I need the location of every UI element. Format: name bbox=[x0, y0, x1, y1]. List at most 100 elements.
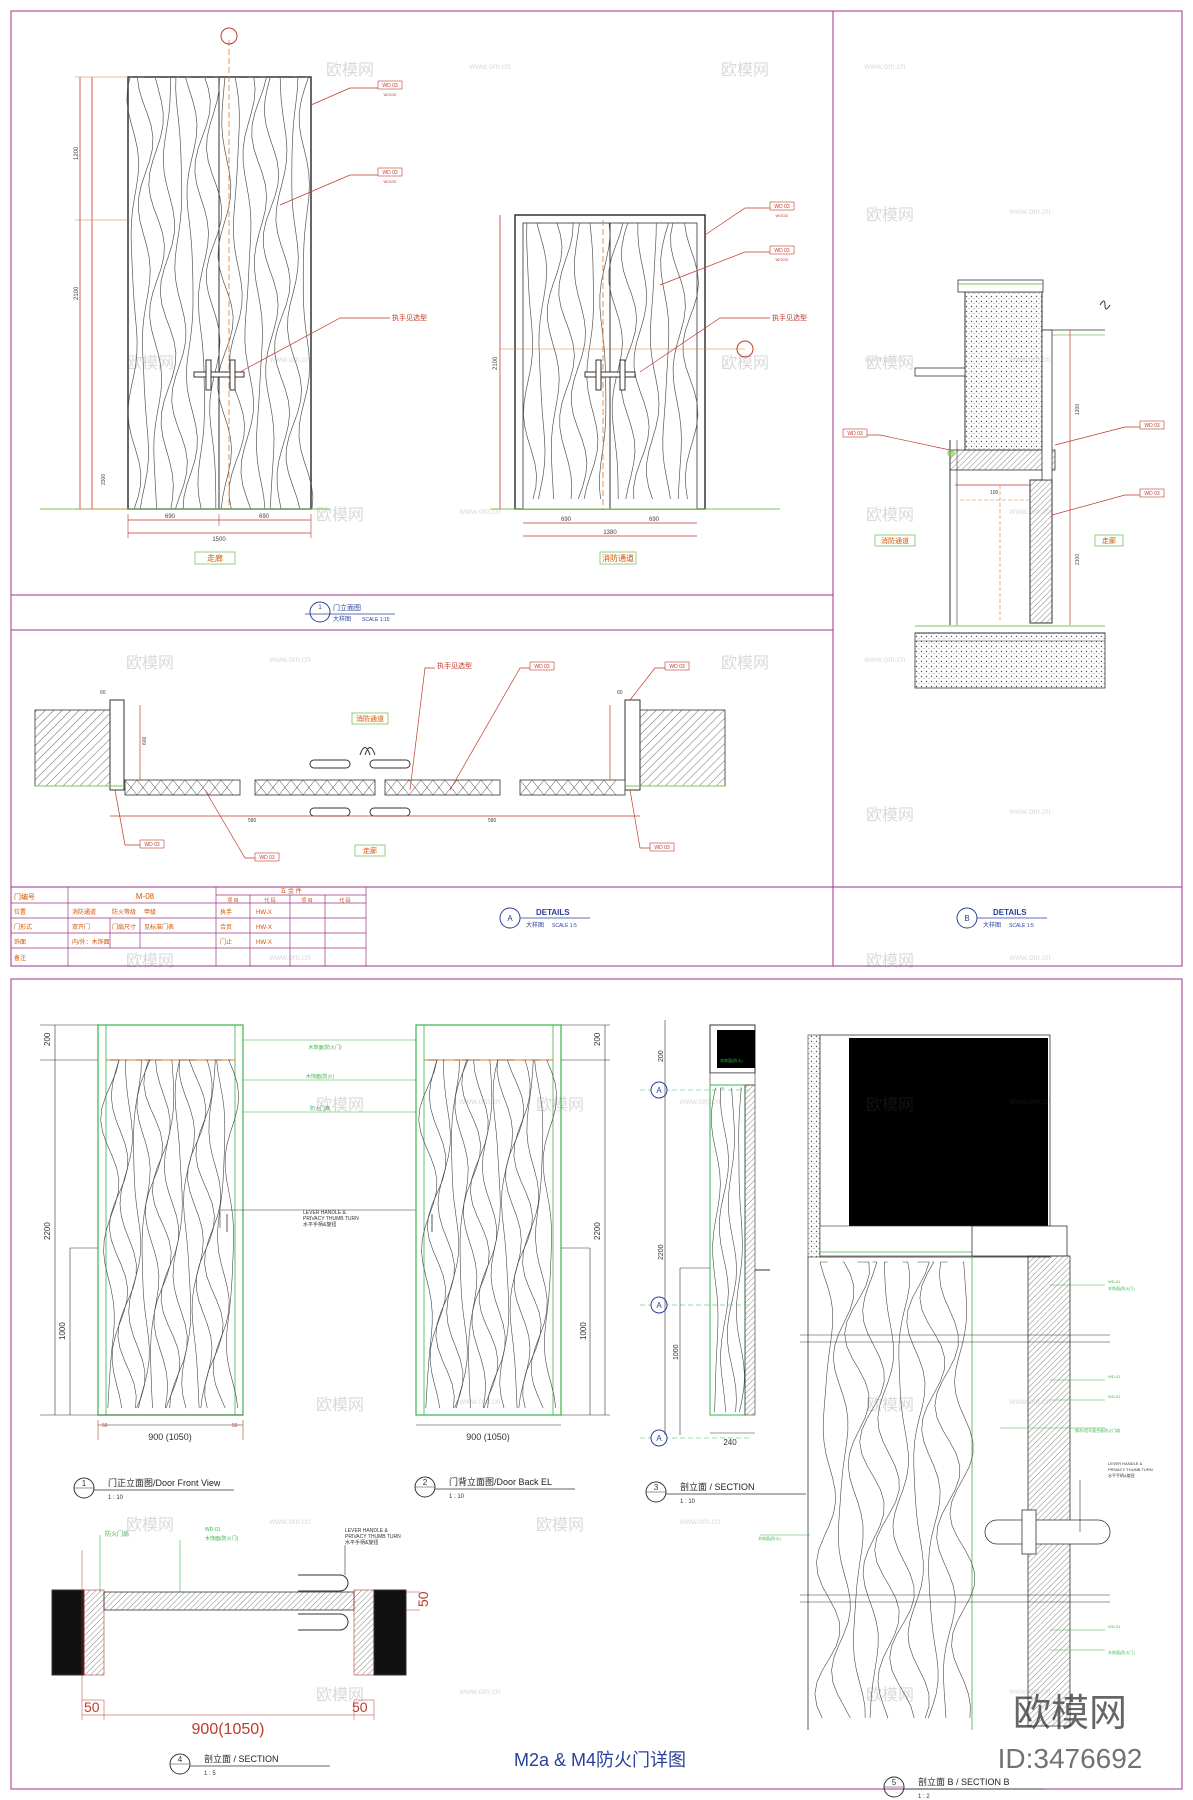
details-b-sub: 大样图 bbox=[983, 921, 1001, 929]
v5-wd-3: WD-01 bbox=[1108, 1394, 1121, 1399]
schedule-cell: 防火等级 bbox=[112, 908, 136, 916]
watermark-url: www.om.cn bbox=[1009, 507, 1051, 516]
watermark-cn: 欧模网 bbox=[721, 354, 769, 372]
watermark-url: www.om.cn bbox=[269, 953, 311, 962]
watermark-cn: 欧模网 bbox=[126, 1516, 174, 1534]
watermark-cn: 欧模网 bbox=[866, 952, 914, 970]
plan-label-bottom: 走廊 bbox=[363, 846, 377, 855]
v2-dim-2200: 2200 bbox=[593, 1222, 602, 1240]
schedule-cell: 执手 bbox=[220, 908, 232, 916]
elev-num: 1 bbox=[318, 605, 322, 611]
dim-right-690a: 690 bbox=[561, 517, 572, 523]
details-b-letter: B bbox=[964, 914, 969, 923]
watermark-url: www.om.cn bbox=[459, 1097, 501, 1106]
watermark-cn: 欧模网 bbox=[721, 654, 769, 672]
secb-tag-box-1 bbox=[1139, 420, 1165, 430]
v4-dim-50-vertical: 50 bbox=[415, 1591, 431, 1607]
watermark-url: www.om.cn bbox=[469, 62, 511, 71]
v2-dim-200: 200 bbox=[593, 1032, 602, 1046]
section-3-view bbox=[640, 1020, 770, 1447]
plan-dim-600: 600 bbox=[142, 736, 148, 745]
details-a-letter: A bbox=[507, 914, 513, 923]
watermark-cn: 欧模网 bbox=[316, 1686, 364, 1704]
tag-wood-3: WOOD bbox=[776, 213, 789, 218]
schedule-cell: 备注 bbox=[14, 954, 26, 962]
dim-left-690a: 690 bbox=[165, 514, 176, 520]
watermark-url: www.om.cn bbox=[864, 655, 906, 664]
plan-tag-box-5 bbox=[649, 842, 675, 852]
v3-note: 木饰面(防火) bbox=[720, 1057, 743, 1063]
details-a-scale: SCALE 1:5 bbox=[552, 923, 577, 929]
middle-leaders bbox=[219, 1039, 435, 1228]
details-b-heading: DETAILS bbox=[993, 908, 1027, 917]
watermark-url: www.om.cn bbox=[1009, 1687, 1051, 1696]
view-title: 门背立面图/Door Back EL bbox=[449, 1476, 552, 1487]
elev-title-text: 门立面图 bbox=[333, 603, 361, 612]
v3-dim-1000: 1000 bbox=[673, 1344, 680, 1360]
tag-wd-1: WD 03 bbox=[382, 83, 398, 89]
elev-right-label: 消防通道 bbox=[602, 553, 634, 563]
dim-right-2100: 2100 bbox=[493, 356, 499, 370]
v5-handle-3: 水平手柄&旋钮 bbox=[1108, 1472, 1135, 1478]
label-box-right bbox=[599, 551, 637, 565]
v5-wd-1: WD-01 bbox=[1108, 1279, 1121, 1284]
watermark-url: www.om.cn bbox=[269, 1517, 311, 1526]
label-box-left bbox=[194, 551, 236, 565]
v3-dim-200: 200 bbox=[658, 1050, 665, 1062]
plan-tag-box-2 bbox=[664, 661, 690, 671]
view-number: 1 bbox=[82, 1479, 87, 1488]
secb-label-1: 消防通道 bbox=[881, 536, 909, 545]
v4-wd: WD-01 bbox=[205, 1527, 221, 1533]
site-watermark: 欧模网 bbox=[1013, 1693, 1127, 1735]
view-scale: 1 : 2 bbox=[918, 1794, 930, 1800]
plan-tag-3: WD 03 bbox=[144, 842, 160, 848]
secb-label-2: 走廊 bbox=[1102, 536, 1116, 545]
watermark-url: www.om.cn bbox=[459, 1687, 501, 1696]
schedule-cell: 见标准门表 bbox=[144, 923, 174, 931]
details-a-title bbox=[499, 907, 590, 929]
v1-dim-200: 200 bbox=[43, 1032, 52, 1046]
watermark-cn: 欧模网 bbox=[326, 61, 374, 79]
watermark-cn: 欧模网 bbox=[316, 506, 364, 524]
plan-tag-2: WD 03 bbox=[669, 664, 685, 670]
watermark-url: www.om.cn bbox=[1009, 807, 1051, 816]
watermark-cn: 欧模网 bbox=[866, 1096, 914, 1114]
details-a-sub: 大样图 bbox=[526, 921, 544, 929]
view-number: 3 bbox=[654, 1483, 659, 1492]
v4-width: 900(1050) bbox=[192, 1721, 265, 1738]
door-schedule-table bbox=[10, 886, 367, 967]
plan-tag-5: WD 03 bbox=[654, 845, 670, 851]
secb-label-box-2 bbox=[1094, 534, 1124, 547]
view-title: 剖立面 B / SECTION B bbox=[918, 1776, 1010, 1787]
tag-wd-4: WD 03 bbox=[774, 248, 790, 254]
watermark-cn: 欧模网 bbox=[866, 1686, 914, 1704]
plan-label-box-bottom bbox=[354, 844, 386, 857]
plan-section-a bbox=[34, 667, 726, 859]
watermark-cn: 欧模网 bbox=[126, 354, 174, 372]
schedule-hw-h2: 代 码 bbox=[264, 897, 275, 904]
watermark-url: www.om.cn bbox=[269, 655, 311, 664]
schedule-hw-h3: 项 目 bbox=[301, 898, 312, 904]
elev-subtitle: 大样图 bbox=[333, 615, 351, 623]
note-handle-a: LEVER HANDLE & bbox=[303, 1210, 346, 1216]
watermark-url: www.om.cn bbox=[679, 1097, 721, 1106]
dim-left-690b: 690 bbox=[259, 514, 270, 520]
v1-dim-2200: 2200 bbox=[43, 1222, 52, 1240]
section-b-detail bbox=[867, 279, 1140, 689]
v3-marker-2: A bbox=[656, 1301, 662, 1310]
schedule-cell: HW-X bbox=[256, 940, 272, 946]
dim-right-1380: 1380 bbox=[603, 530, 617, 536]
watermark-url: www.om.cn bbox=[864, 355, 906, 364]
watermark-cn: 欧模网 bbox=[721, 61, 769, 79]
secb-tag-3: WD 03 bbox=[847, 431, 863, 437]
v3-dim-2200: 2200 bbox=[658, 1244, 665, 1260]
schedule-cell: 内/外：木饰面 bbox=[72, 938, 110, 946]
v1-width: 900 (1050) bbox=[148, 1432, 192, 1442]
v5-leaf-note: 木饰面(防火) bbox=[758, 1535, 781, 1541]
watermark-cn: 欧模网 bbox=[866, 354, 914, 372]
secb-label-box-1 bbox=[874, 534, 916, 547]
view-title: 剖立面 / SECTION bbox=[680, 1481, 755, 1492]
v5-handle-1: LEVER HANDLE & bbox=[1108, 1461, 1143, 1466]
plan-handle-note: 执手见选型 bbox=[437, 661, 472, 670]
view-number: 4 bbox=[178, 1755, 183, 1764]
